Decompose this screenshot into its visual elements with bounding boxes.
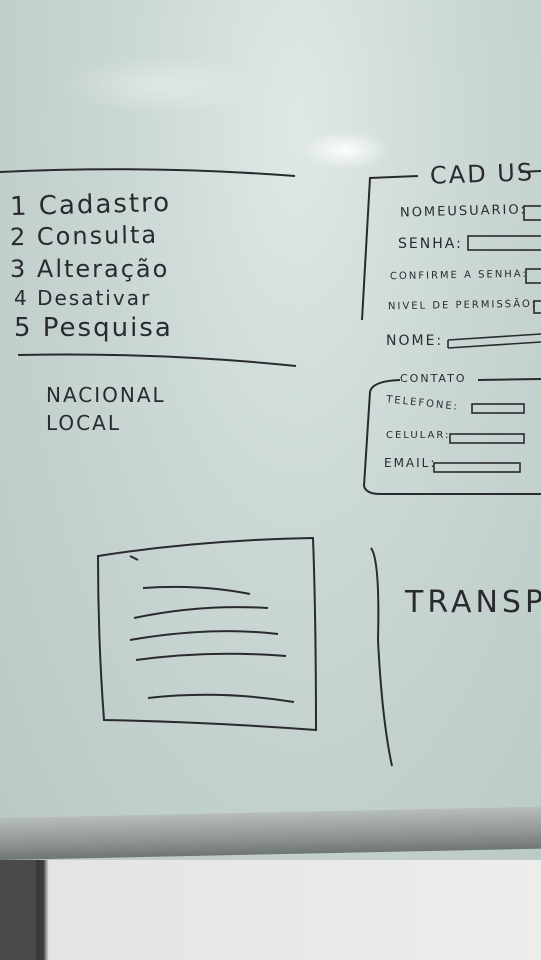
form-title: CAD US	[429, 158, 535, 190]
document-sketch	[96, 536, 318, 732]
vertical-divider	[370, 547, 393, 767]
email-box	[433, 462, 521, 473]
contato-title: CONTATO	[400, 372, 467, 385]
menu-item-cadastro: 1 Cadastro	[9, 187, 172, 223]
nomeusuario-box	[523, 205, 541, 221]
menu-item-desativar: 4 Desativar	[14, 286, 152, 310]
celular-box	[449, 433, 525, 444]
celular-label: CELULAR:	[386, 430, 451, 441]
menu-bottom-line	[17, 353, 297, 367]
contato-frame	[362, 378, 541, 495]
menu-item-alteracao: 3 Alteração	[10, 255, 170, 283]
menu-top-line	[0, 168, 296, 177]
menu-item-consulta: 2 Consulta	[9, 220, 159, 252]
nome-box	[447, 333, 541, 349]
confirme-box	[525, 268, 541, 284]
light-glare	[60, 55, 260, 115]
nivel-box	[533, 300, 541, 314]
transpo-word: TRANSPO	[405, 585, 541, 620]
nome-label: NOME:	[386, 333, 444, 349]
option-local: LOCAL	[46, 411, 121, 435]
email-label: EMAIL:	[384, 456, 437, 470]
form-frame	[361, 175, 419, 321]
document-line	[147, 693, 295, 703]
marker-strokes	[0, 168, 541, 767]
document-line	[135, 652, 287, 661]
wall-post	[0, 860, 36, 960]
option-nacional: NACIONAL	[46, 383, 166, 407]
light-glare	[300, 130, 390, 170]
senha-label: SENHA:	[398, 236, 463, 252]
form-frame-right	[519, 170, 541, 173]
wall	[0, 860, 541, 960]
senha-box	[467, 235, 541, 251]
document-line	[133, 606, 269, 619]
document-line	[129, 630, 279, 641]
whiteboard: 1 Cadastro 2 Consulta 3 Alteração 4 Desa…	[0, 0, 541, 860]
menu-item-pesquisa: 5 Pesquisa	[14, 313, 173, 343]
telefone-box	[471, 403, 525, 414]
document-line	[142, 585, 251, 595]
